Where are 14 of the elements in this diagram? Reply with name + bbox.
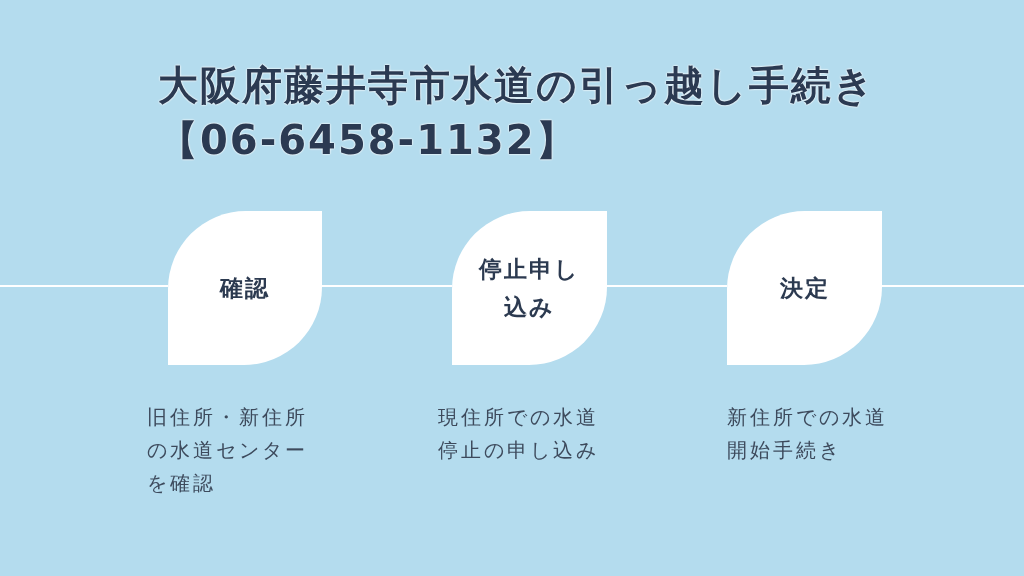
leaf-box — [727, 211, 882, 365]
connector-line — [321, 285, 453, 287]
leaf-box — [168, 211, 322, 365]
step-label: 停止申し込み — [477, 255, 581, 322]
leaf-box — [452, 211, 607, 365]
step-label: 決定 — [779, 274, 830, 303]
connector-line — [881, 285, 1024, 287]
title: 大阪府藤井寺市水道の引っ越し手続き【06-6458-1132】 — [158, 61, 877, 165]
step-description: 旧住所・新住所の水道センターを確認 — [147, 404, 309, 497]
step-description: 新住所での水道開始手続き — [727, 404, 889, 464]
connector-line — [606, 285, 728, 287]
step-label: 確認 — [220, 274, 270, 303]
connector-line — [0, 285, 169, 287]
step-description: 現住所での水道停止の申し込み — [438, 404, 600, 464]
